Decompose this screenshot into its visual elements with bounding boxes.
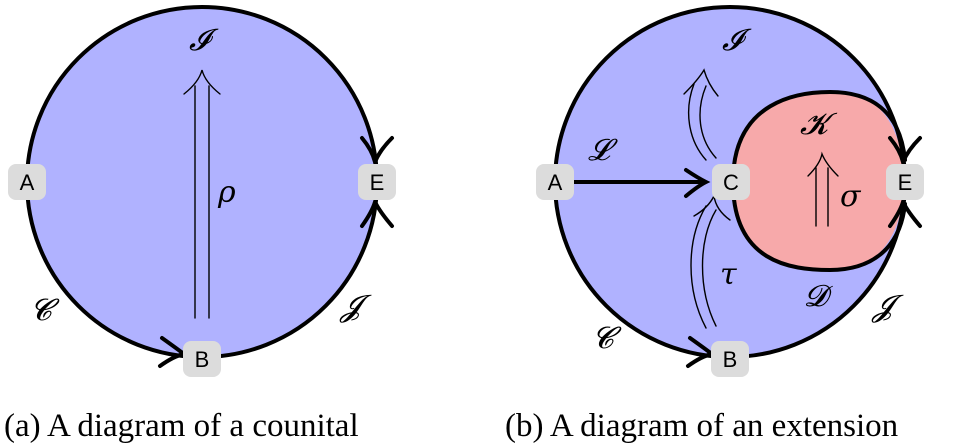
left-blue-region — [27, 7, 377, 357]
right-arrowhead-C — [684, 168, 711, 198]
right-curved-arrow-up-1 — [688, 83, 707, 161]
left-edge-B-E — [200, 180, 379, 359]
right-edge-C-E-bottom — [731, 180, 907, 273]
right-diagram: 𝓘 𝓛 𝓚 σ τ 𝓓 𝓒 𝓙 A C B E — [536, 5, 924, 377]
left-double-arrowhead — [183, 69, 221, 95]
right-label-C: 𝓒 — [592, 321, 622, 356]
svg-text:A: A — [20, 170, 35, 195]
left-label-J: 𝓙 — [339, 289, 372, 324]
right-curved-arrowhead-up — [683, 68, 719, 97]
left-node-B: B — [183, 341, 221, 377]
right-node-E: E — [886, 164, 924, 200]
left-arrowhead-E-top — [360, 136, 394, 169]
right-curved-arrow-tau-2 — [701, 209, 717, 327]
left-label-C: 𝓒 — [30, 293, 60, 328]
right-caption: (b) A diagram of an extension — [505, 408, 898, 444]
right-label-J: 𝓙 — [871, 289, 904, 324]
right-sigma-arrowhead — [807, 151, 839, 177]
right-node-A: A — [536, 164, 574, 200]
svg-text:B: B — [723, 347, 738, 372]
right-node-B: B — [711, 341, 749, 377]
svg-text:C: C — [723, 170, 739, 195]
left-edge-A-B — [25, 180, 204, 359]
left-caption: (a) A diagram of a counital — [4, 408, 359, 444]
right-curved-arrow-tau-1 — [690, 205, 707, 329]
left-node-A: A — [8, 164, 46, 200]
left-label-rho: ρ — [217, 175, 236, 210]
right-curved-arrow-up-2 — [699, 85, 717, 159]
svg-text:A: A — [548, 170, 563, 195]
right-label-tau: τ — [720, 257, 737, 292]
left-diagram: 𝓘 ρ 𝓒 𝓙 A B E — [8, 5, 396, 377]
left-edge-A-E-top — [25, 5, 379, 184]
right-label-sigma: σ — [840, 179, 862, 214]
left-node-E: E — [358, 164, 396, 200]
right-red-region — [733, 92, 905, 270]
right-node-C: C — [712, 164, 750, 200]
right-arrowhead-E-bottom — [888, 196, 922, 228]
right-arrowhead-E-top — [888, 136, 922, 169]
right-edge-A-E-top — [553, 5, 907, 184]
svg-text:B: B — [195, 347, 210, 372]
svg-text:E: E — [370, 170, 385, 195]
left-arrowhead-E-bottom — [360, 196, 394, 228]
right-edge-B-E — [728, 180, 907, 359]
svg-text:E: E — [898, 170, 913, 195]
right-edge-A-B — [553, 180, 732, 359]
